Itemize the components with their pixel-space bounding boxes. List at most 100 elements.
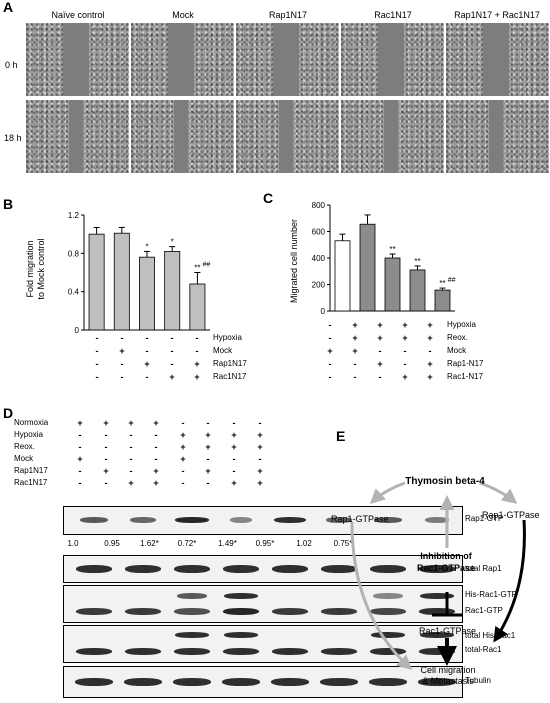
chart-b-sign: - [95,333,99,343]
chart-c-ytick-label: 600 [312,228,326,237]
chart-c-sign: - [353,359,357,369]
quant-value: 0.75* [333,539,353,548]
western-sign: + [205,466,211,476]
blot-band [374,517,402,523]
blot-band [370,565,406,573]
blot-band [419,565,455,573]
chart-b-sign: - [170,359,174,369]
western-sign: - [154,454,158,464]
western-sign: - [181,418,185,428]
chart-c-factor-label: Reox. [447,333,468,342]
node-left-rap1: Rap1-GTPase [331,514,389,524]
blot-label-total-rap1: total Rap1 [465,564,502,573]
western-factor-label: Reox. [14,442,35,451]
chart-c-sign: + [377,359,383,369]
blot-band [130,517,156,523]
western-sign: - [78,442,82,452]
chart-c-sign: - [353,372,357,382]
panel-d-label: D [3,405,14,421]
quant-value: 0.95* [255,539,275,548]
blot-band [175,517,209,523]
chart-b-sig-star: * [171,238,174,247]
chart-c-bar [434,289,451,312]
blot-band [124,678,162,686]
blot-band [420,593,454,599]
panel-c-label: C [263,190,274,206]
western-sign: - [129,430,133,440]
chart-b-sign: - [95,346,99,356]
blot-total-rap1 [63,555,463,583]
western-sign: + [231,478,237,488]
chart-c-sign: + [377,320,383,330]
node-thymosin-beta4: Thymosin beta-4 [405,476,485,487]
chart-c-sign: + [352,320,358,330]
scratch-gap [168,23,194,96]
western-sign: - [129,466,133,476]
blot-band [320,678,358,686]
arrow-right-rap1-to-rac1 [493,519,526,643]
western-sign: + [205,442,211,452]
chart-b-sign: - [170,333,174,343]
arrow-left-rap1-to-migration [350,521,413,671]
column-label-rac1n17: Rac1N17 [374,10,412,20]
western-sign: + [231,430,237,440]
chart-b-bar [88,233,105,331]
chart-b-sig-hash: ## [203,262,211,269]
chart-b-sign: - [95,359,99,369]
chart-c-sign: - [378,372,382,382]
chart-b-ytick-label: 0 [75,326,80,335]
chart-b: 00.40.81.2****## [68,211,211,335]
western-sign: - [104,430,108,440]
blot-band [76,608,112,615]
chart-b-sign: - [145,333,149,343]
chart-b-factor-label: Mock [213,346,233,355]
chart-c-sign: + [402,333,408,343]
panel-a-label: A [3,0,14,15]
western-sign: + [77,454,83,464]
column-label-combo: Rap1N17 + Rac1N17 [454,10,540,20]
western-sign: - [181,478,185,488]
node-rac1: Rac1-GTPase [418,626,477,636]
chart-c-sign: - [328,333,332,343]
chart-c-factor-label: Mock [447,346,467,355]
chart-b-sign: + [119,346,125,356]
row-label-18h: 18 h [4,133,22,143]
chart-b-sign: + [144,359,150,369]
western-sign: - [206,478,210,488]
western-sign: + [180,442,186,452]
blot-band [272,565,308,573]
chart-c-ytick-label: 0 [321,307,326,316]
chart-b-ytick-label: 1.2 [68,211,80,220]
chart-b-sign: - [95,372,99,382]
chart-b-sig-star: * [145,242,148,251]
blot-band [425,517,449,523]
chart-b-sign: + [194,372,200,382]
western-sign: + [257,430,263,440]
blot-band [370,648,406,655]
blot-rac1-gtp [63,585,463,623]
node-migration: Cell migration & Metastasis [420,665,476,686]
western-sign: - [154,430,158,440]
chart-b-bar [164,251,181,331]
western-sign: + [257,478,263,488]
scratch-gap [279,100,293,173]
chart-c-sig-star: ** [439,279,445,288]
chart-c-sig-star: ** [389,245,395,254]
blot-band [370,608,406,615]
western-sign: - [129,442,133,452]
western-sign: + [153,418,159,428]
micrograph-r1-c3 [341,100,444,173]
blot-band [75,678,113,686]
western-sign: - [78,478,82,488]
chart-c-sign: - [378,346,382,356]
node-inhibition: Inhibition of Rac1-GTPase [416,551,476,573]
blot-band [175,632,209,638]
pathway-diagram [350,481,526,671]
scratch-gap [69,100,83,173]
node-right-rap1: Rap1-GTPase [482,510,540,520]
western-factor-label: Normoxia [14,418,49,427]
chart-b-sign: - [195,346,199,356]
blot-band [230,517,252,523]
western-sign: - [258,418,262,428]
western-sign: - [104,478,108,488]
